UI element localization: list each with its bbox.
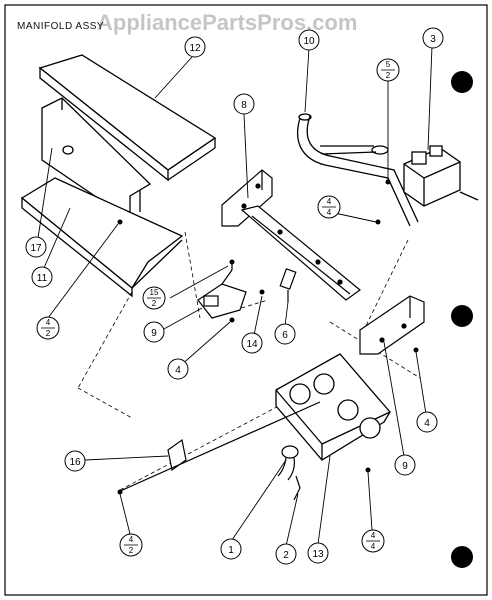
callout-10: 10	[298, 29, 320, 51]
callout-16: 16	[64, 450, 86, 472]
callout-13: 13	[307, 542, 329, 564]
callout-5-2-top: 5	[386, 60, 391, 69]
callout-8: 8	[233, 93, 255, 115]
callout-4-4-b-bottom: 4	[371, 542, 376, 551]
leader-lines	[37, 45, 433, 547]
screws	[117, 179, 419, 495]
callout-9-a: 9	[143, 321, 165, 343]
callout-6-label: 6	[282, 330, 288, 341]
manifold-rail	[240, 205, 361, 301]
part-8-left-bracket	[221, 169, 273, 227]
part-11-bottom-panel	[20, 177, 184, 298]
callout-11-label: 11	[37, 273, 48, 284]
callout-4-4-a-bottom: 4	[327, 208, 332, 217]
callout-14: 14	[241, 332, 263, 354]
binder-hole-middle	[451, 305, 473, 327]
callout-17-label: 17	[30, 243, 42, 254]
callout-4-2-a: 4 2	[36, 316, 60, 340]
callout-3-label: 3	[430, 34, 436, 45]
callout-6: 6	[274, 323, 296, 345]
callout-4-2-b-bottom: 2	[129, 546, 134, 555]
callout-15-2: 15 2	[142, 286, 166, 310]
callout-1: 1	[220, 538, 242, 560]
callout-17: 17	[25, 236, 47, 258]
part-12-top-panel	[38, 54, 217, 182]
callout-5-2-bottom: 2	[386, 71, 391, 80]
callout-2-label: 2	[283, 550, 289, 561]
callout-12-label: 12	[189, 43, 201, 54]
callout-1-label: 1	[228, 545, 234, 556]
callout-9-b-label: 9	[402, 461, 408, 472]
diagram-title: MANIFOLD ASSY	[17, 21, 105, 32]
callout-4-a: 4	[167, 358, 189, 380]
part-17-side-panel	[41, 97, 152, 222]
callout-13-label: 13	[312, 549, 324, 560]
part-6-fitting	[279, 268, 297, 302]
callout-4-b: 4	[416, 411, 438, 433]
binder-hole-top	[451, 71, 473, 93]
callout-14-label: 14	[246, 339, 258, 350]
callout-4-b-label: 4	[424, 418, 430, 429]
part-16-strip	[117, 401, 321, 493]
callout-4-2-b: 4 2	[119, 533, 143, 557]
callout-4-4-b: 4 4	[361, 529, 385, 553]
callout-4-2-a-bottom: 2	[46, 329, 51, 338]
part-3-gas-valve	[403, 145, 479, 207]
part-10-gas-tube	[296, 113, 419, 227]
callout-3: 3	[422, 27, 444, 49]
part-13-burner-box	[275, 353, 391, 461]
callout-4-2-b-top: 4	[129, 535, 134, 544]
binder-hole-bottom	[451, 546, 473, 568]
callout-4-4-b-top: 4	[371, 531, 376, 540]
callout-9-b: 9	[394, 454, 416, 476]
callout-15-2-bottom: 2	[152, 299, 157, 308]
callout-12: 12	[184, 36, 206, 58]
callout-4-a-label: 4	[175, 365, 181, 376]
callout-8-label: 8	[241, 100, 247, 111]
callout-2: 2	[275, 543, 297, 565]
part-2-clip	[293, 475, 301, 501]
frame-border	[4, 4, 488, 596]
callout-4-4-a: 4 4	[317, 195, 341, 219]
callout-15-2-top: 15	[150, 288, 159, 297]
callout-10-label: 10	[303, 36, 315, 47]
callout-11: 11	[31, 266, 53, 288]
callout-4-2-a-top: 4	[46, 318, 51, 327]
part-1-igniter	[277, 445, 299, 481]
callout-4-4-a-top: 4	[327, 197, 332, 206]
part-9-pilot-assembly	[197, 262, 247, 319]
callout-16-label: 16	[69, 457, 81, 468]
callout-9-a-label: 9	[151, 328, 157, 339]
callout-5-2: 5 2	[376, 58, 400, 82]
part-9-right-bracket	[359, 295, 425, 355]
